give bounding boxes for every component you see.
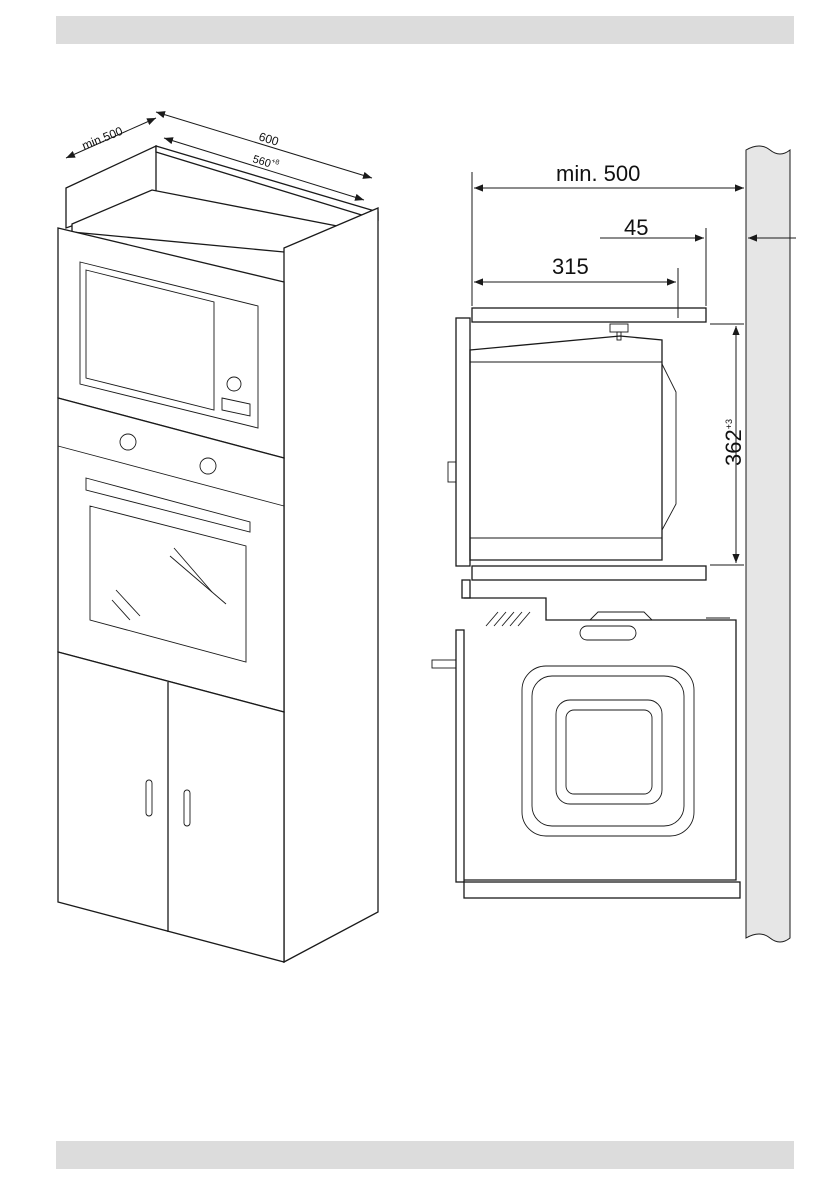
oven-knob-side <box>432 660 456 668</box>
fan-cover-inner <box>556 700 662 804</box>
dim-height-label: 362 <box>721 429 746 466</box>
oven-top-vent <box>580 626 636 640</box>
upper-shelf-board <box>472 308 706 322</box>
vent-slots-icon <box>486 612 530 626</box>
dim-depth-side-label: min. 500 <box>556 161 640 186</box>
oven-top-trim <box>462 580 470 598</box>
dim-depth-label: min.500 <box>80 124 125 153</box>
dim-gap-label: 45 <box>624 215 648 240</box>
dim-outer-width-label: 600 <box>257 129 281 148</box>
fan-center <box>566 710 652 794</box>
mounting-screw-icon <box>610 324 628 332</box>
fan-cover-ring <box>532 676 684 826</box>
tall-cabinet <box>58 146 378 962</box>
cabinet-right-side <box>284 208 378 962</box>
microwave-knob-side <box>448 462 456 482</box>
oven-front-panel <box>456 630 464 882</box>
dim-inner-width-label: 560 <box>251 153 272 170</box>
dim-height-tolerance: +3 <box>724 419 734 429</box>
microwave-rear-bulge <box>662 364 676 530</box>
microwave-front-panel <box>456 318 470 566</box>
oven-floor-board <box>464 882 740 898</box>
microwave-body <box>470 336 662 560</box>
dim-inner-width-line <box>164 138 364 200</box>
dim-inner-width-tolerance: +8 <box>270 158 280 167</box>
fan-cover-outer <box>522 666 694 836</box>
lower-shelf-board <box>472 566 706 580</box>
dim-unit-depth-label: 315 <box>552 254 589 279</box>
oven-fan-housing <box>590 612 652 620</box>
wall-section <box>746 146 790 942</box>
svg-text:362+3: 362+3 <box>721 419 746 466</box>
